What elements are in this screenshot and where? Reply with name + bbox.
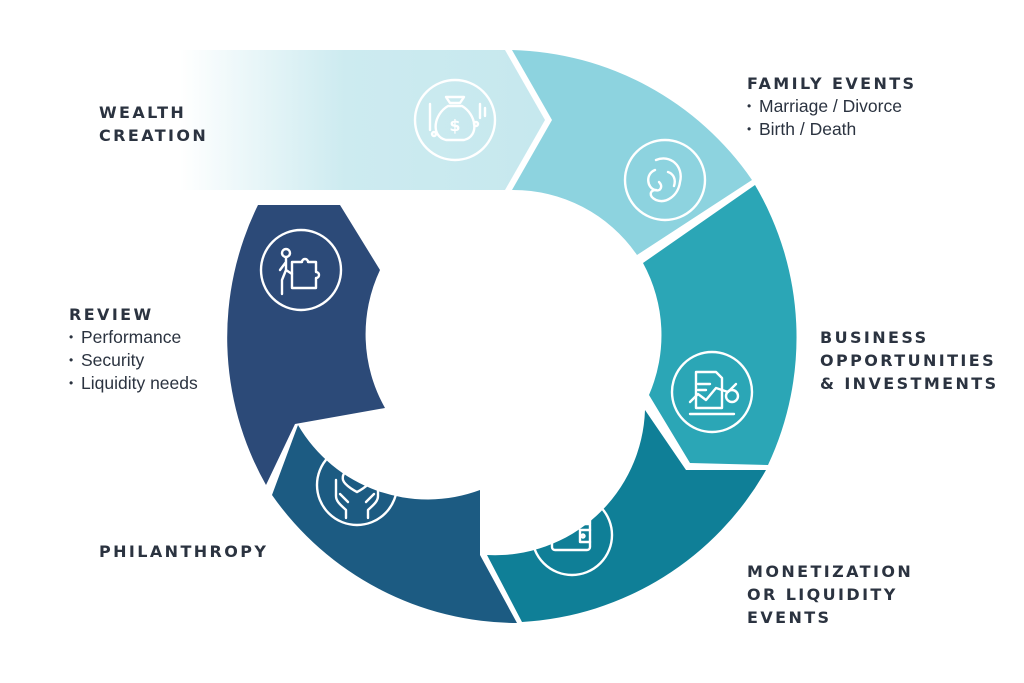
stage-title: BUSINESS OPPORTUNITIES & INVESTMENTS: [820, 328, 999, 393]
label-philanthropy: PHILANTHROPY: [99, 540, 268, 563]
label-review: REVIEW Performance Security Liquidity ne…: [69, 303, 198, 395]
svg-text:$: $: [449, 116, 460, 135]
segment-family-events: [512, 50, 752, 255]
stage-bullets: Performance Security Liquidity needs: [69, 326, 198, 395]
segment-wealth-creation: [180, 50, 545, 190]
segment-philanthropy: [272, 425, 517, 623]
label-business-opportunities: BUSINESS OPPORTUNITIES & INVESTMENTS: [820, 326, 999, 395]
person-puzzle-icon: [259, 228, 343, 312]
stage-bullets: Marriage / Divorce Birth / Death: [747, 95, 916, 141]
baby-fetus-icon: [623, 138, 707, 222]
document-chart-coin-icon: [670, 350, 754, 434]
bullet-item: Marriage / Divorce: [747, 95, 916, 118]
segment-monetization: [487, 410, 766, 622]
segment-review: [227, 205, 385, 485]
stage-title: MONETIZATION OR LIQUIDITY EVENTS: [747, 562, 914, 627]
wallet-cash-icon: [530, 493, 614, 577]
money-bag-dollar-icon: $: [413, 78, 497, 162]
bullet-item: Performance: [69, 326, 198, 349]
label-monetization: MONETIZATION OR LIQUIDITY EVENTS: [747, 560, 913, 629]
stage-title: WEALTH CREATION: [99, 103, 209, 145]
stage-title: FAMILY EVENTS: [747, 74, 917, 93]
hands-holding-heart-icon: [315, 443, 399, 527]
label-wealth-creation: WEALTH CREATION: [99, 101, 208, 147]
bullet-item: Liquidity needs: [69, 372, 198, 395]
stage-title: REVIEW: [69, 305, 154, 324]
segment-business-opportunities: [643, 185, 797, 465]
bullet-item: Birth / Death: [747, 118, 916, 141]
stage-title: PHILANTHROPY: [99, 542, 269, 561]
bullet-item: Security: [69, 349, 198, 372]
label-family-events: FAMILY EVENTS Marriage / Divorce Birth /…: [747, 72, 916, 141]
